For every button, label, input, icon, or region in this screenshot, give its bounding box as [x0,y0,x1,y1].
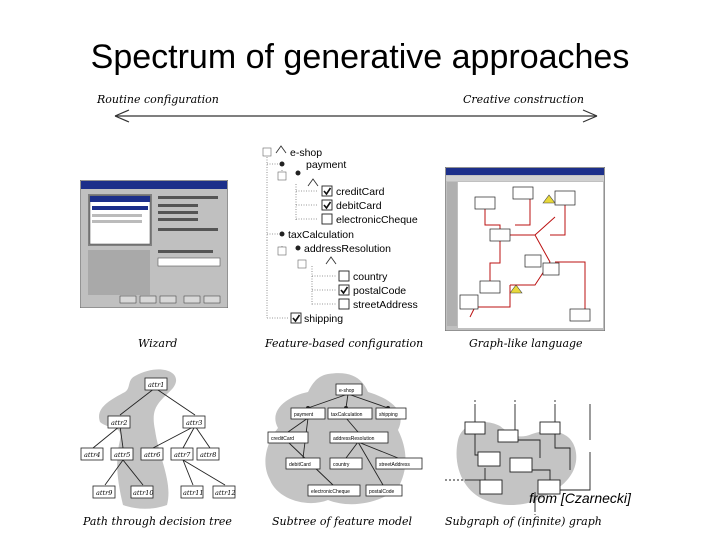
feature-config-tree: e-shop payment creditCard debitCard elec… [262,145,418,325]
decision-tree-caption: Path through decision tree [83,515,232,528]
dt-node-attr2: attr2 [111,419,127,427]
decision-tree: attr1 attr2 attr3 attr4 attr5 attr6 attr… [80,369,235,509]
graph-language-screenshot [445,167,605,331]
fc-root: e-shop [290,147,322,159]
infinite-graph [445,400,591,515]
fm-node-debitcard: debitCard [289,462,311,468]
dt-node-attr5: attr5 [114,451,130,459]
fc-shipping: shipping [304,313,343,325]
fc-country: country [353,271,388,283]
fm-node-creditcard: creditCard [271,436,294,442]
fm-node-shipping: shipping [379,412,398,418]
dt-node-attr3: attr3 [186,419,202,427]
feature-config-caption: Feature-based configuration [265,337,424,350]
wizard-caption: Wizard [138,337,178,350]
fm-node-electroniccheque: electronicCheque [311,489,350,495]
fm-node-payment: payment [294,412,314,418]
dt-node-attr1: attr1 [148,381,164,389]
fm-node-taxcalculation: taxCalculation [331,412,363,418]
dt-node-attr11: attr11 [183,489,203,497]
dt-node-attr7: attr7 [174,451,191,459]
dt-node-attr9: attr9 [96,489,112,497]
spectrum-arrow [114,109,598,123]
spectrum-right-label: Creative construction [463,93,584,106]
fm-node-addressresolution: addressResolution [333,436,375,442]
fm-node-e-shop: e-shop [339,388,355,394]
fc-electroniccheque: electronicCheque [336,214,418,226]
fm-node-country: country [333,462,350,468]
fm-node-streetaddress: streetAddress [379,462,410,468]
wizard-screenshot [80,180,228,308]
fm-node-postalcode: postalCode [369,489,395,495]
fc-streetaddress: streetAddress [353,299,418,311]
dt-node-attr10: attr10 [133,489,153,497]
infinite-graph-caption: Subgraph of (infinite) graph [445,515,602,528]
dt-node-attr8: attr8 [200,451,216,459]
graph-language-caption: Graph-like language [469,337,583,350]
fc-postalcode: postalCode [353,285,406,297]
source-credit: from [Czarnecki] [529,490,631,506]
dt-node-attr4: attr4 [84,451,100,459]
fc-taxcalculation: taxCalculation [288,229,354,241]
fc-payment: payment [306,159,346,171]
feature-model-caption: Subtree of feature model [272,515,413,528]
fc-creditcard: creditCard [336,186,385,198]
slide-title: Spectrum of generative approaches [90,38,630,76]
fc-addressresolution: addressResolution [304,243,391,255]
fc-debitcard: debitCard [336,200,382,212]
dt-node-attr6: attr6 [144,451,160,459]
feature-model-subtree: e-shop payment taxCalculation shipping c… [265,373,423,505]
dt-node-attr12: attr12 [215,489,235,497]
spectrum-left-label: Routine configuration [97,93,219,106]
